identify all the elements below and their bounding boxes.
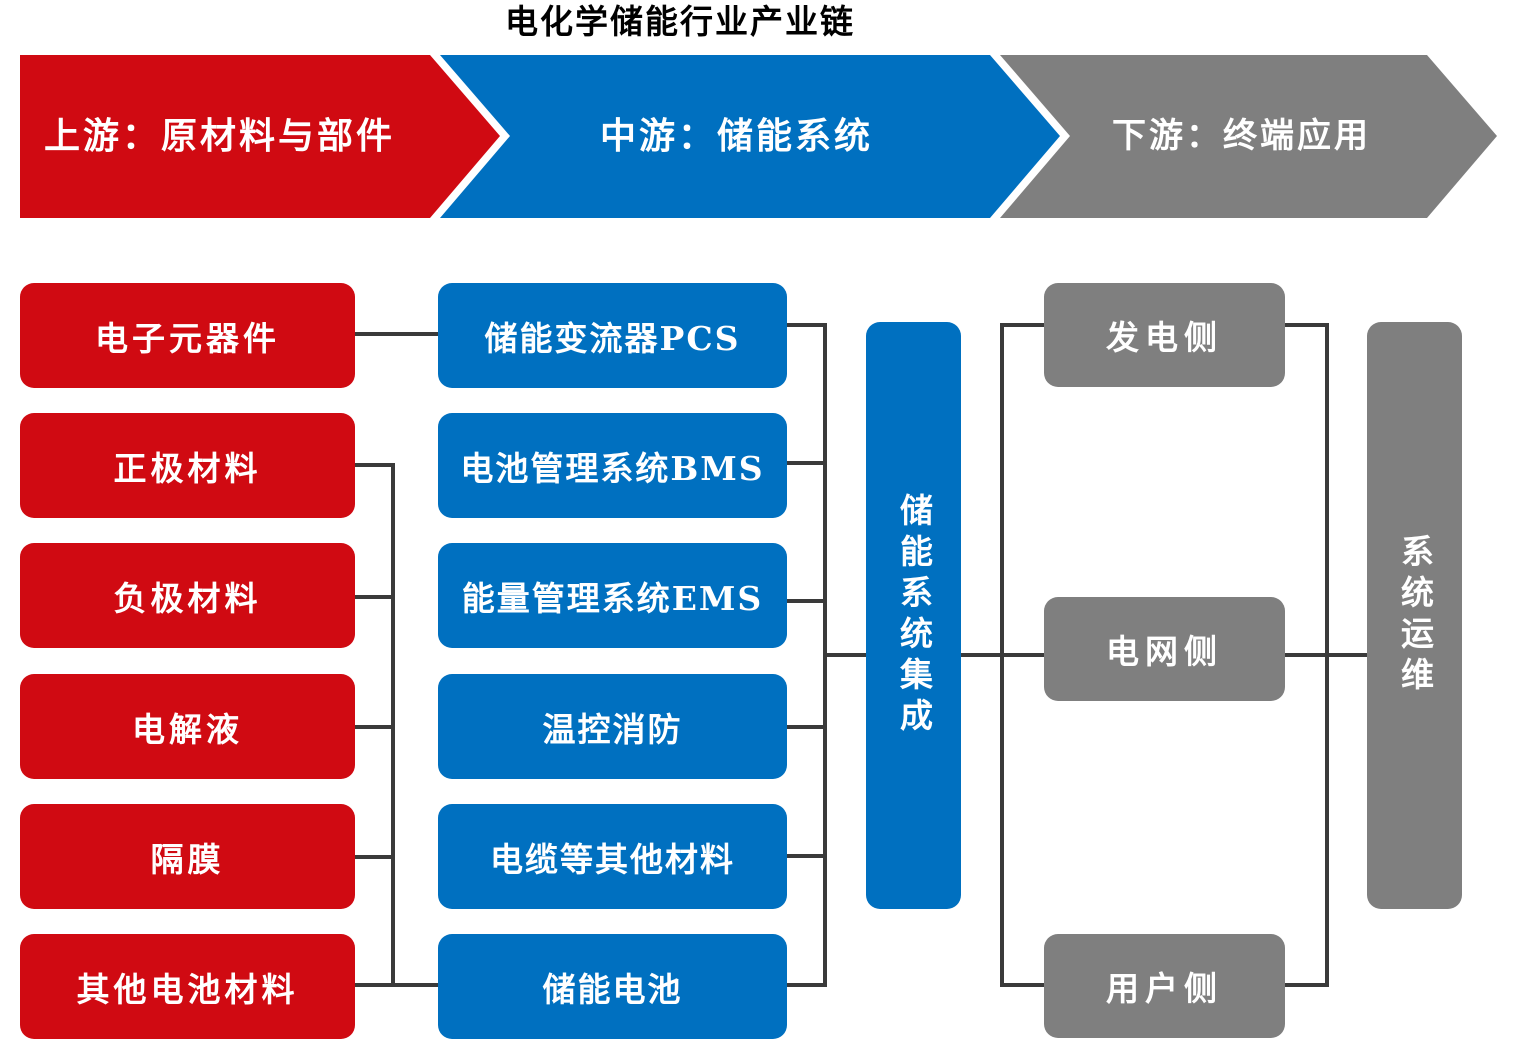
stage-banner xyxy=(20,55,1497,218)
midstream-item-bms: 电池管理系统BMS xyxy=(438,413,787,518)
connector-materials-bracket xyxy=(355,463,395,985)
stage-midstream-chevron xyxy=(440,55,1060,218)
upstream-item-electronic-components: 电子元器件 xyxy=(20,283,355,388)
connector-downstream-bracket xyxy=(1000,323,1044,987)
stage-downstream-chevron xyxy=(1000,55,1497,218)
midstream-item-ems: 能量管理系统EMS xyxy=(438,543,787,648)
downstream-item-generation-side: 发电侧 xyxy=(1044,283,1285,387)
midstream-item-pcs: 储能变流器PCS xyxy=(438,283,787,388)
midstream-item-cables-other: 电缆等其他材料 xyxy=(438,804,787,909)
downstream-item-user-side: 用户侧 xyxy=(1044,934,1285,1038)
midstream-item-battery: 储能电池 xyxy=(438,934,787,1039)
midstream-item-thermal-fire: 温控消防 xyxy=(438,674,787,779)
upstream-item-anode: 负极材料 xyxy=(20,543,355,648)
upstream-item-other-battery-materials: 其他电池材料 xyxy=(20,934,355,1039)
stage-midstream-label: 中游：储能系统 xyxy=(600,115,874,157)
upstream-item-cathode: 正极材料 xyxy=(20,413,355,518)
stage-upstream-label: 上游：原材料与部件 xyxy=(44,115,396,157)
upstream-item-electrolyte: 电解液 xyxy=(20,674,355,779)
downstream-item-grid-side: 电网侧 xyxy=(1044,597,1285,701)
connector-mid-bracket xyxy=(787,323,827,987)
system-integration-box: 储能系统集成 xyxy=(866,322,961,909)
stage-upstream-chevron xyxy=(20,55,500,218)
system-operations-box: 系统运维 xyxy=(1367,322,1462,909)
upstream-item-separator: 隔膜 xyxy=(20,804,355,909)
diagram-title: 电化学储能行业产业链 xyxy=(505,2,855,41)
stage-downstream-label: 下游：终端应用 xyxy=(1112,116,1371,156)
